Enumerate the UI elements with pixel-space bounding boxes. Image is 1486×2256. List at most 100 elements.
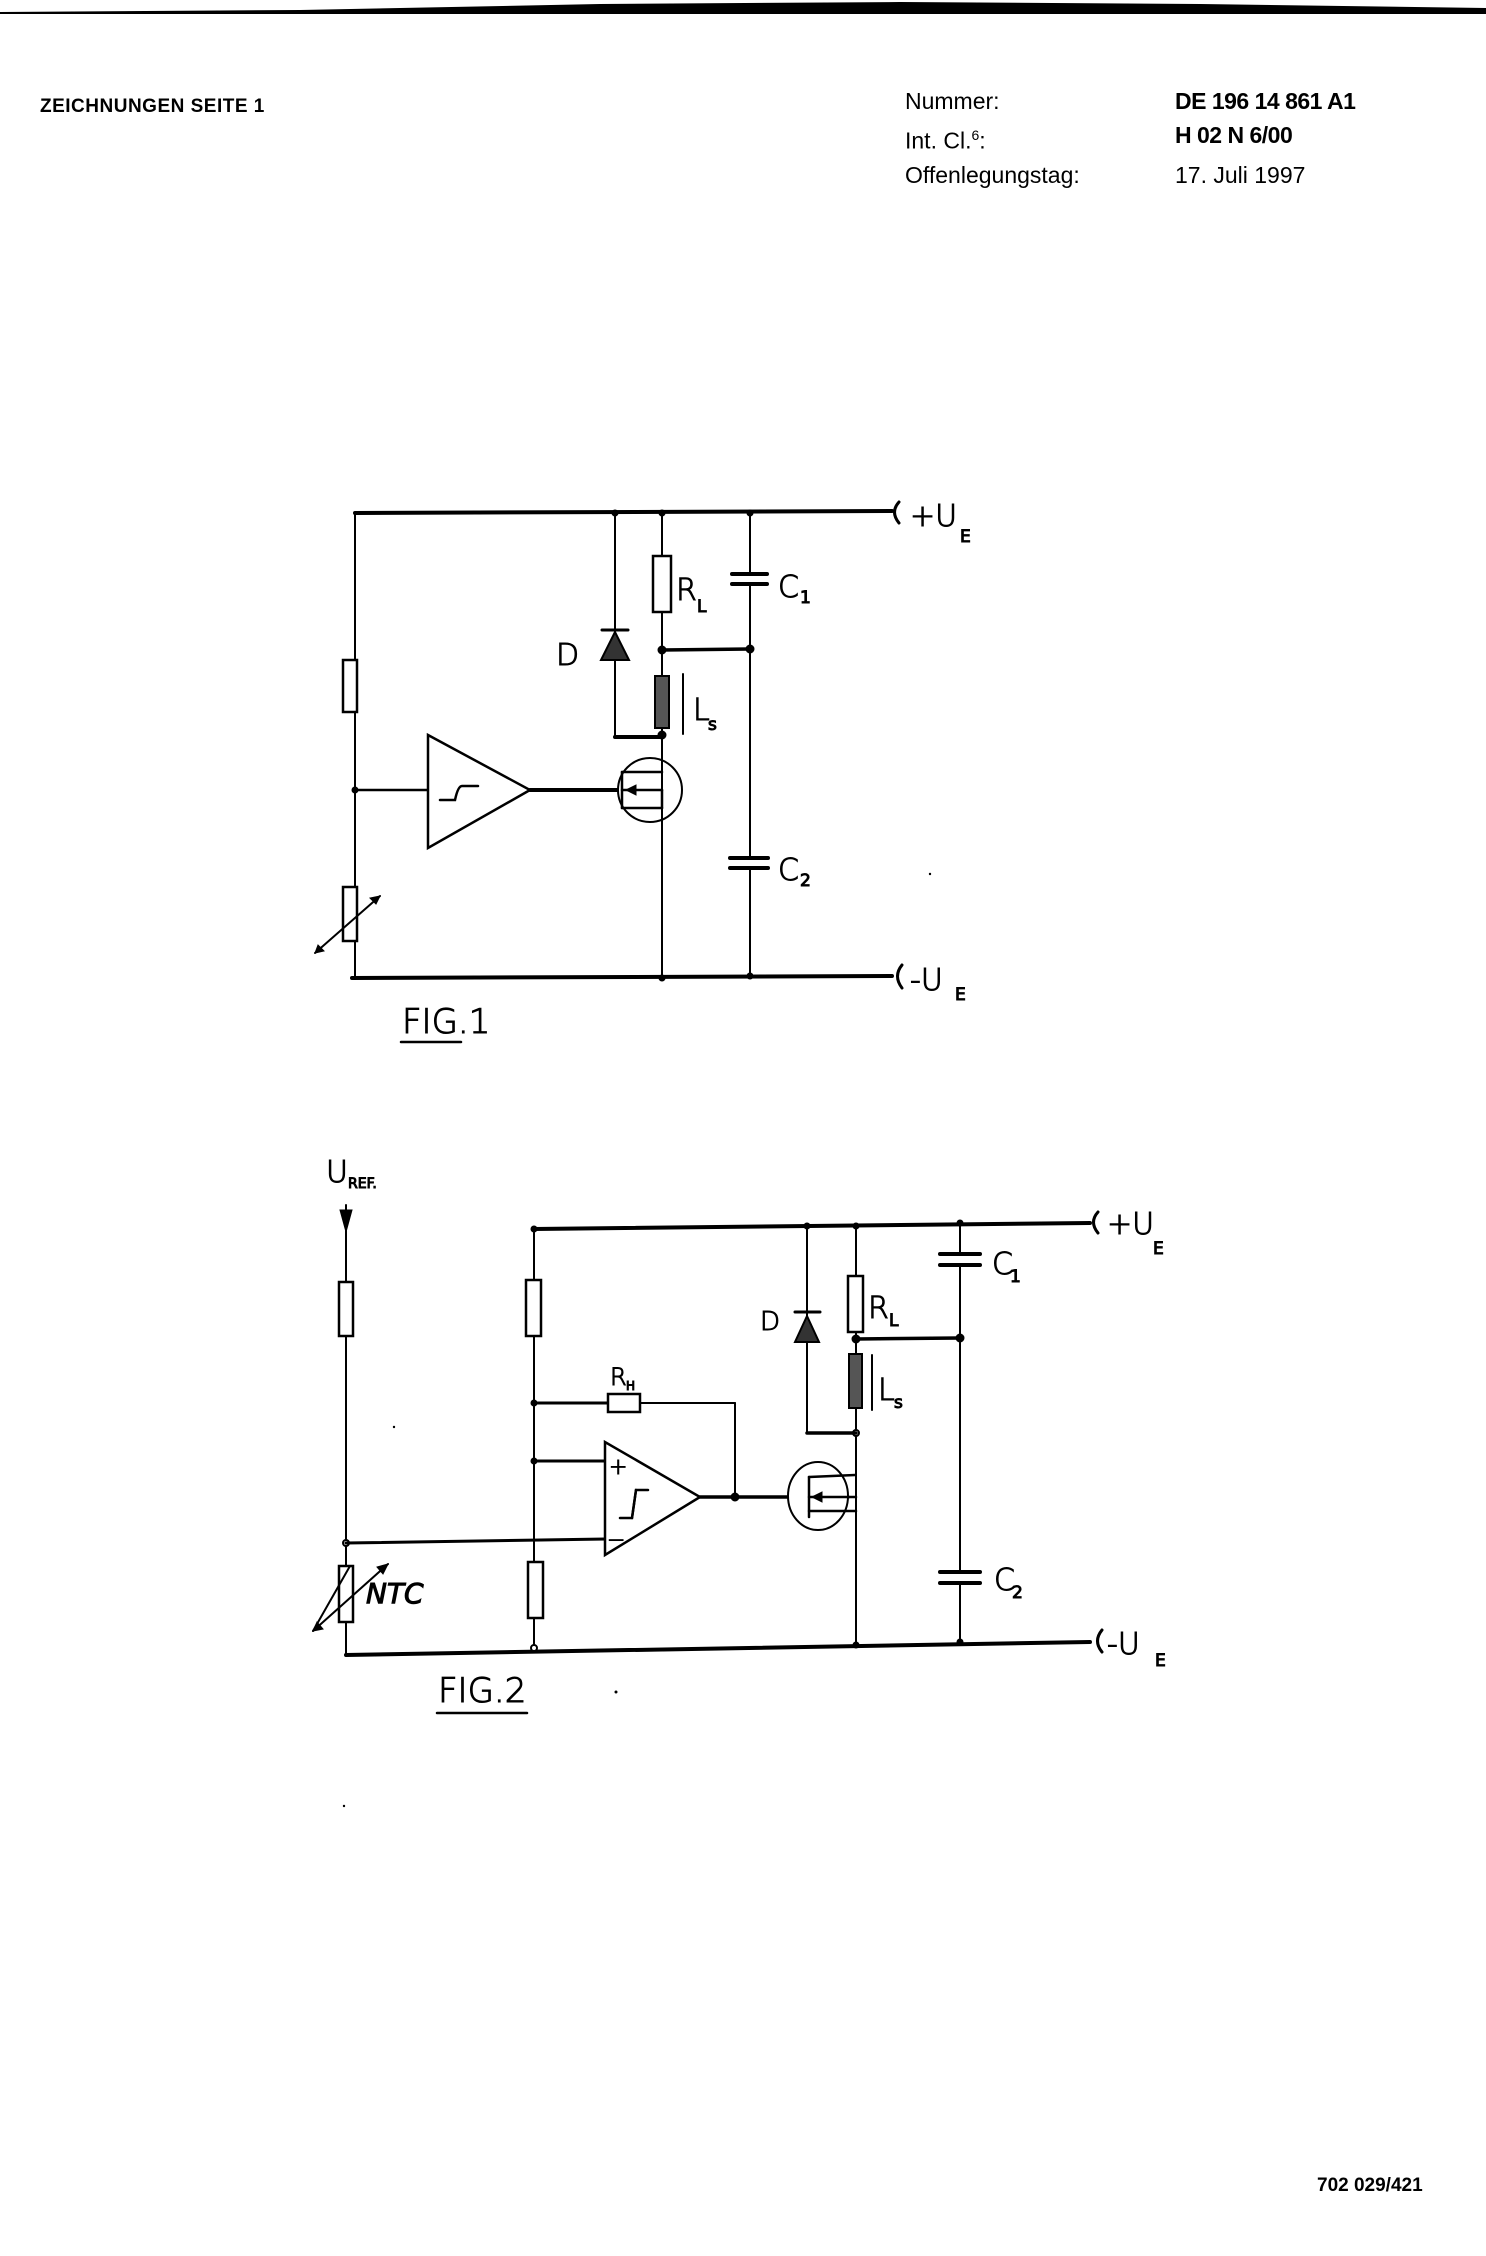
fig2-ntc-arrow: [312, 1565, 351, 1632]
fig2-junction: [530, 1644, 538, 1652]
fig2-load-resistor: [846, 1274, 865, 1334]
fig1-arrow-head-bottom: [314, 944, 325, 954]
fig2-minus-sign: −: [607, 1528, 625, 1553]
fig1-label-sub: 2: [800, 871, 811, 891]
fig1-variable-resistor: [341, 885, 359, 943]
meta-label: Nummer:: [905, 88, 1000, 114]
hysteresis-icon: [630, 1488, 638, 1520]
speck: [392, 1425, 396, 1429]
fig2-resistor-lower: [526, 1560, 545, 1620]
fig1-label-sub: E: [960, 527, 971, 547]
fig2-label-sub: E: [1155, 1651, 1166, 1671]
fig2-label-sub: E: [1153, 1239, 1164, 1259]
hysteresis-icon: [438, 784, 480, 802]
figure-1: +U E -U E R L C 1 C 2 D L s FIG.1: [314, 499, 971, 1044]
fig1-label-rl: R: [676, 573, 697, 608]
fig1-label-ls: L: [693, 693, 710, 728]
footer-code: 702 029/421: [1317, 2175, 1423, 2196]
fig2-mosfet-drain: [807, 1473, 857, 1479]
patent-number: DE 196 14 861 A1: [1175, 88, 1356, 114]
fig2-label-sub: H: [626, 1379, 635, 1393]
fig1-label-sub: s: [708, 715, 717, 735]
scan-specks: [342, 872, 932, 1808]
fig2-label-supply-pos: +U: [1107, 1207, 1154, 1242]
meta-row-classification: Int. Cl.6: H 02 N 6/00: [905, 118, 1355, 158]
fig2-label-c1: C: [992, 1247, 1013, 1282]
fig2-label-supply-neg: -U: [1107, 1627, 1140, 1662]
fig1-negative-rail: [350, 974, 894, 980]
sheet-label: ZEICHNUNGEN SEITE 1: [40, 96, 265, 117]
fig2-junction: [955, 1333, 965, 1343]
fig1-label-supply-neg: -U: [910, 963, 943, 998]
fig1-load-resistor: [651, 554, 673, 614]
fig2-junction: [730, 1492, 740, 1502]
meta-label: Int. Cl.6:: [905, 127, 986, 154]
fig2-comparator: [603, 1439, 703, 1558]
fig2-label-rh: R: [610, 1363, 627, 1391]
fig2-junction: [803, 1222, 811, 1230]
fig1-mosfet-arrow: [624, 784, 637, 796]
fig2-diode: [793, 1313, 821, 1343]
fig2-ntc-arrow-head: [312, 1621, 324, 1632]
fig1-junction: [658, 509, 666, 517]
fig2-resistor-upper: [524, 1278, 543, 1338]
fig1-label-sub: 1: [800, 588, 811, 608]
fig2-label-sub: 1: [1010, 1267, 1021, 1287]
fig1-junction: [658, 974, 666, 982]
meta-label: Offenlegungstag:: [905, 161, 1080, 188]
figure-2: + −: [312, 1155, 1166, 1715]
fig1-schmitt-trigger: [426, 732, 533, 851]
meta-row-number: Nummer: DE 196 14 861 A1: [905, 84, 1356, 118]
fig2-terminal-positive: [1092, 1210, 1100, 1235]
fig2-negative-rail: [344, 1640, 1092, 1657]
fig1-positive-rail: [353, 509, 894, 515]
fig2-ntc-arrow-head: [376, 1563, 389, 1575]
fig1-diode: [599, 629, 631, 661]
fig1-terminal-negative: [896, 963, 904, 990]
fig1-junction: [746, 509, 754, 517]
fig1-resistor-top: [341, 658, 359, 714]
publication-date: 17. Juli 1997: [1175, 161, 1306, 188]
fig2-plus-sign: +: [609, 1455, 627, 1480]
classification: H 02 N 6/00: [1175, 122, 1293, 148]
speck: [928, 872, 932, 876]
fig2-cap-link: [854, 1336, 962, 1341]
fig2-inductor: [848, 1353, 863, 1409]
fig1-inductor: [654, 675, 670, 729]
fig1-label-supply-pos: +U: [910, 499, 957, 534]
fig2-label-sub: L: [889, 1311, 899, 1331]
fig2-caption: FIG.2: [438, 1671, 526, 1711]
scan-top-edge: [0, 2, 1486, 14]
fig2-label-uref: U: [326, 1155, 348, 1190]
fig2-label-sub: REF.: [348, 1176, 377, 1192]
fig1-terminal-positive: [893, 500, 901, 525]
fig2-junction: [956, 1219, 964, 1227]
fig2-label-ls: L: [878, 1373, 895, 1408]
fig2-junction: [956, 1638, 964, 1646]
fig1-arrow-head-top: [368, 895, 381, 905]
fig1-label-c1: C: [778, 570, 799, 605]
fig2-minus-input-wire: [344, 1537, 608, 1545]
fig1-label-sub: L: [697, 597, 707, 617]
fig2-terminal-negative: [1096, 1628, 1104, 1654]
fig1-label-sub: E: [955, 985, 966, 1005]
fig2-hysteresis-resistor: [606, 1392, 642, 1414]
fig2-label-rl: R: [868, 1291, 889, 1326]
fig2-positive-rail: [532, 1221, 1092, 1231]
fig2-mosfet-arrow: [810, 1491, 823, 1503]
fig2-junction: [852, 1222, 860, 1230]
fig1-junction: [746, 972, 754, 980]
fig1-variable-arrow: [314, 895, 381, 954]
fig2-ntc-arrow: [312, 1563, 389, 1632]
meta-row-date: Offenlegungstag: 17. Juli 1997: [905, 158, 1355, 192]
patent-metadata: Nummer: DE 196 14 861 A1 Int. Cl.6: H 02…: [905, 84, 1356, 192]
fig1-cap-link: [660, 647, 752, 652]
fig1-junction: [745, 644, 755, 654]
fig2-junction: [852, 1641, 860, 1649]
fig2-label-sub: 2: [1012, 1583, 1023, 1603]
speck: [614, 1690, 618, 1694]
fig2-label-diode: D: [760, 1307, 780, 1337]
fig2-label-ntc: NTC: [366, 1577, 424, 1610]
fig1-label-c2: C: [778, 853, 799, 888]
fig2-label-sub: s: [894, 1393, 903, 1413]
